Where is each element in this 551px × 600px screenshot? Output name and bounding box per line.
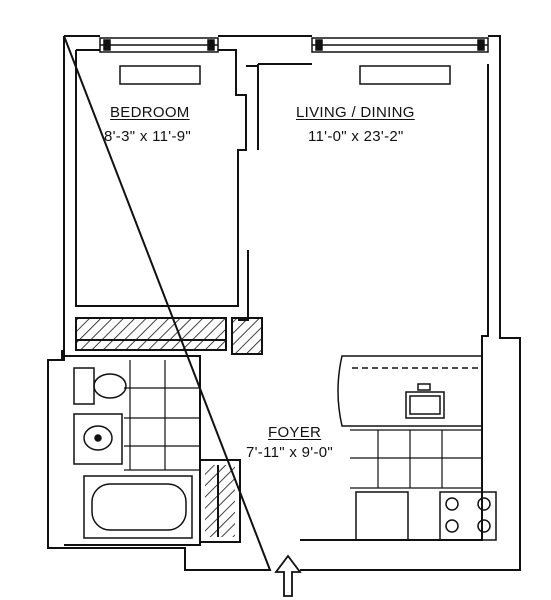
bathtub — [83, 475, 193, 539]
kitchen-counter — [337, 355, 483, 427]
bedroom-window — [99, 37, 219, 85]
toilet-bowl — [93, 373, 127, 399]
vanity — [73, 413, 123, 465]
foyer-closet — [199, 459, 241, 543]
bedroom-name: BEDROOM — [110, 104, 190, 121]
foyer-name: FOYER — [268, 424, 322, 441]
foyer-dimensions: 7'-11" x 9'-0" — [246, 444, 334, 461]
exterior-wall-outer — [47, 35, 521, 571]
bedroom-dimensions: 8'-3" x 11'-9" — [104, 128, 192, 145]
up-arrow-icon — [274, 554, 302, 597]
bathroom-wall — [61, 350, 201, 546]
exterior-wall-inner — [75, 49, 489, 541]
kitchen-tile-grid — [350, 429, 482, 489]
living-dimensions: 11'-0" x 23'-2" — [308, 128, 404, 145]
living-window — [311, 37, 489, 85]
refrigerator — [355, 491, 409, 541]
kitchen-sink — [405, 391, 445, 419]
partition-wall — [237, 65, 258, 321]
toilet-tank — [73, 367, 95, 405]
bath-tile-grid — [124, 360, 200, 471]
stove — [439, 491, 497, 541]
living-name: LIVING / DINING — [296, 104, 415, 121]
sink — [83, 425, 113, 451]
